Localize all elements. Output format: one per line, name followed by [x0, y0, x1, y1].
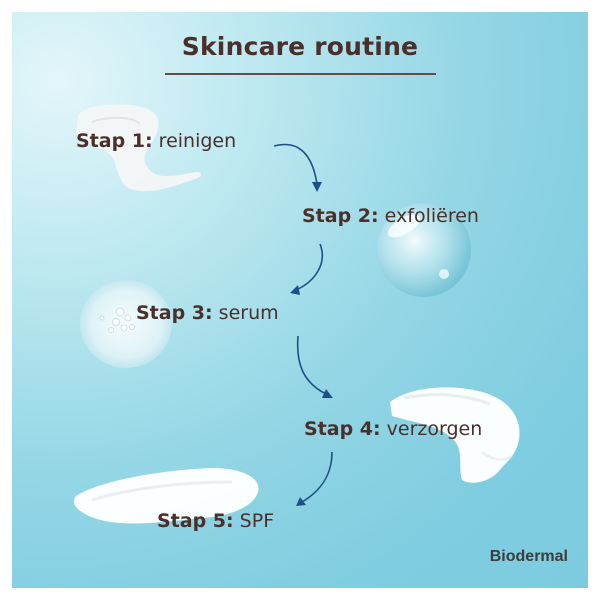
step-1: Stap 1: reinigen: [76, 130, 236, 152]
step-5-number: Stap 5:: [157, 510, 234, 532]
step-2-label: exfoliëren: [384, 205, 479, 227]
moisturizer-cream-swatch: [390, 387, 520, 483]
arrow-step1-to-step2: [273, 143, 318, 185]
arrowhead-3: [322, 389, 333, 398]
cleanser-foam-swatch: [76, 104, 202, 192]
step-4: Stap 4: verzorgen: [304, 418, 482, 440]
step-2-number: Stap 2:: [302, 205, 379, 227]
arrow-step3-to-step4: [296, 335, 327, 395]
step-2: Stap 2: exfoliëren: [302, 205, 479, 227]
step-1-number: Stap 1:: [76, 130, 153, 152]
step-3: Stap 3: serum: [136, 302, 279, 324]
step-1-label: reinigen: [158, 130, 237, 152]
step-5-label: SPF: [239, 510, 275, 532]
spf-cream-swatch: [74, 468, 259, 524]
product-swatches: [74, 104, 520, 524]
step-5: Stap 5: SPF: [157, 510, 274, 532]
step-4-label: verzorgen: [386, 418, 483, 440]
step-3-number: Stap 3:: [136, 302, 213, 324]
arrowhead-2: [290, 285, 300, 295]
arrowhead-4: [296, 497, 306, 506]
title-underline: [165, 73, 436, 75]
step-4-number: Stap 4:: [304, 418, 381, 440]
step-3-label: serum: [218, 302, 279, 324]
serum-gel-swatch: [80, 280, 172, 368]
flow-arrows: [273, 143, 333, 503]
page-title: Skincare routine: [181, 32, 419, 61]
brand-logo: Biodermal: [489, 548, 568, 565]
exfoliant-drop: [377, 203, 471, 297]
arrowhead-1: [312, 182, 322, 192]
arrow-step2-to-step3: [295, 243, 324, 291]
arrow-step4-to-step5: [301, 451, 333, 503]
skincare-infographic: Skincare routine Stap 1: reinigen Stap 2…: [12, 12, 588, 588]
